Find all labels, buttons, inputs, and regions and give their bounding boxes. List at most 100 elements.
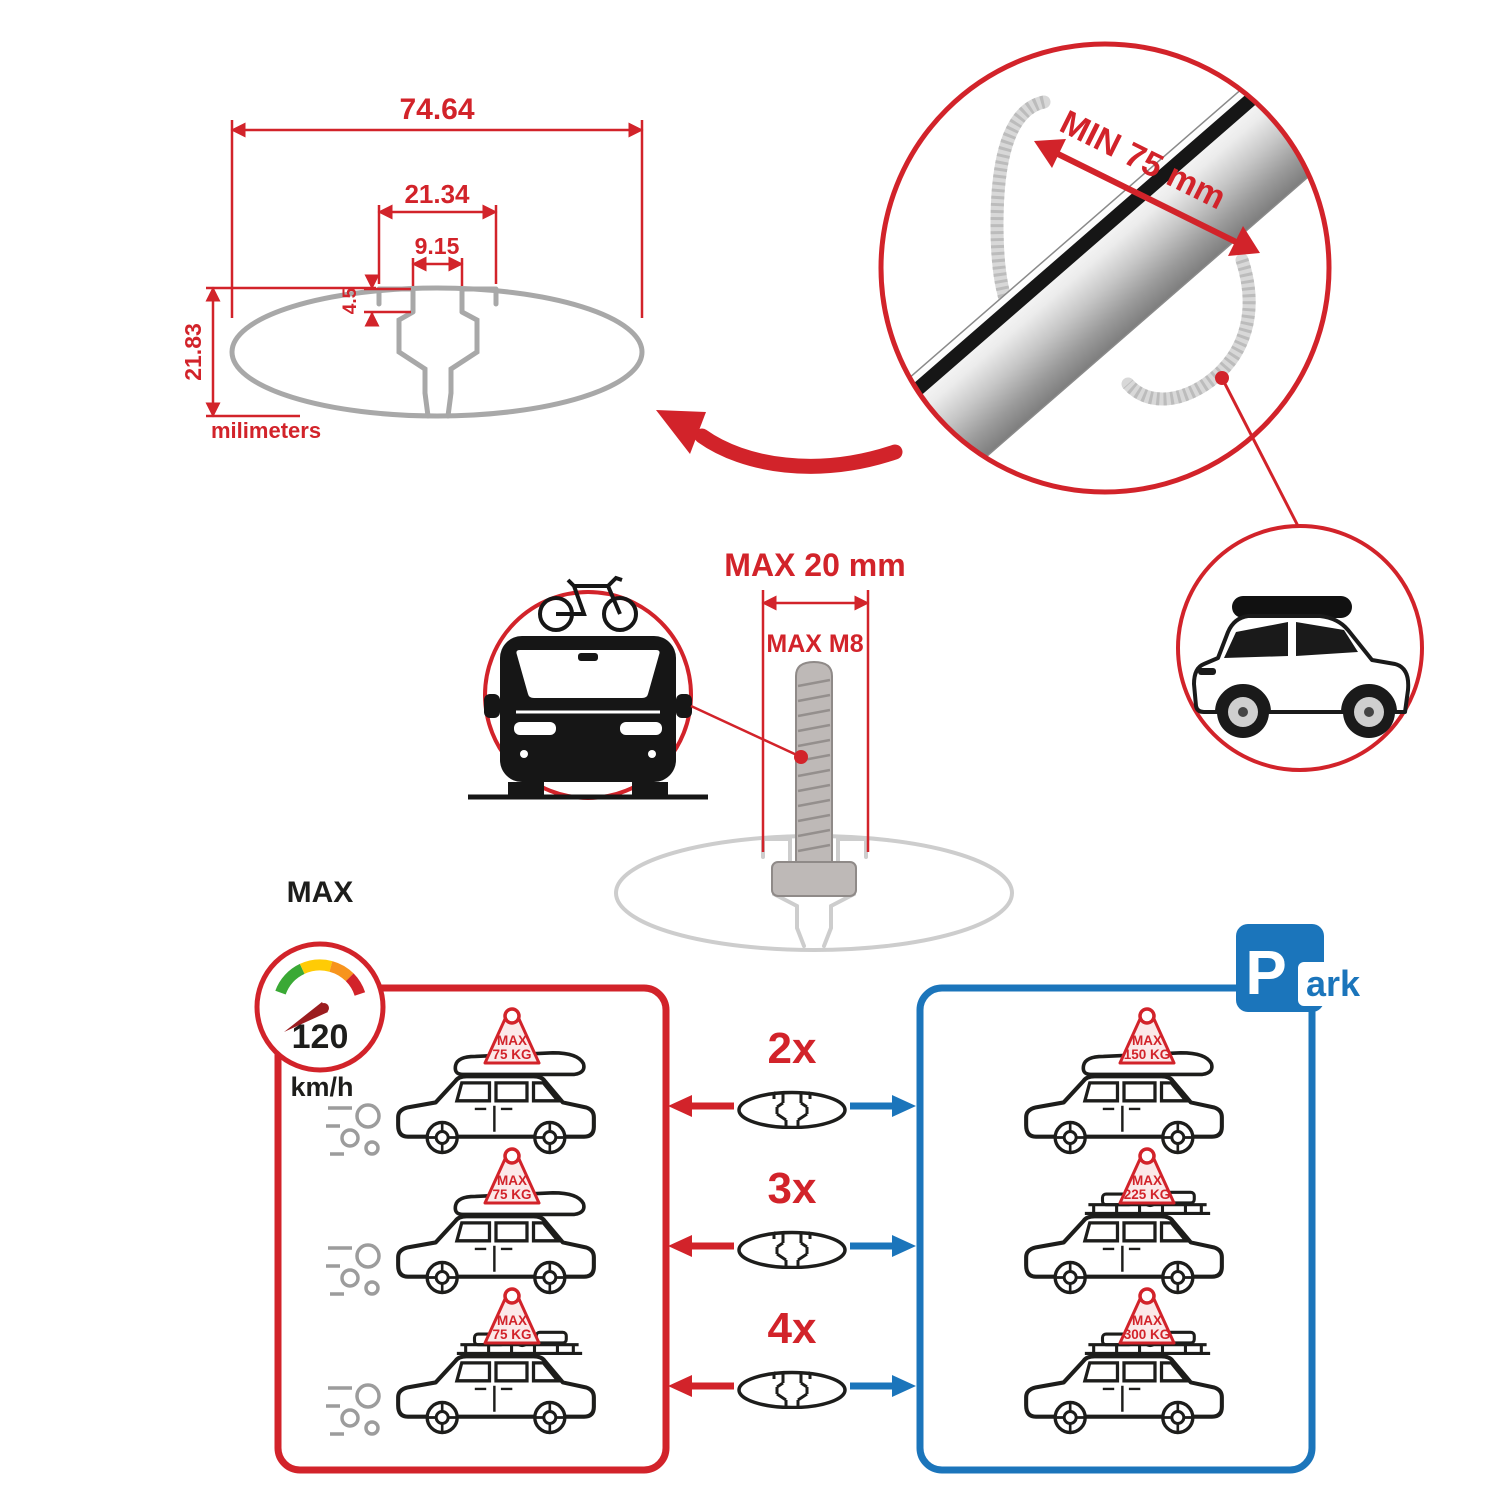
multiplier-column: 2x 3x 4x [668,1024,916,1409]
label-units: milimeters [211,418,321,443]
label-opening-width: 9.15 [415,233,460,259]
ext-total-height [206,286,376,418]
parking-sign-chip [1298,962,1368,1006]
badge-load-value: 75 KG [492,1187,531,1202]
arrow-left-head [668,1235,692,1257]
badge-max-label: MAX [497,1173,527,1188]
car-foglight-right [648,750,656,758]
badge-load-value: 75 KG [492,1047,531,1062]
gauge-arc-red [345,973,366,996]
gauge-needle [284,1002,328,1032]
multiplier-label: 2x [768,1024,817,1073]
driving-car-row-3: MAX 75 KG [326,1287,594,1436]
badge-load-value: 225 KG [1124,1187,1171,1202]
badge-max-label: MAX [497,1033,527,1048]
arrow-left-head [668,1375,692,1397]
badge-load-value: 150 KG [1124,1047,1171,1062]
badge-max-label: MAX [1132,1173,1162,1188]
badge-load-value: 75 KG [492,1327,531,1342]
suv-headlight [1198,668,1216,675]
gauge-arc [275,959,366,996]
min-span-arrow-shaft [1056,151,1238,245]
car-foglight-left [520,750,528,758]
bicycle-icon [538,575,638,632]
car-windshield [516,650,660,698]
min-span-arrow-head-right [1228,226,1260,256]
car-front-inset [468,575,808,800]
ext-total-width [230,120,644,318]
suv-hub-front [1238,707,1248,717]
min-span-arrow-head-left [1034,139,1066,168]
car-mirror-right [676,694,692,718]
arrow-right-head [892,1095,916,1117]
driving-cars: MAX 75 KG MAX 75 KG MAX 75 KG [326,1007,594,1436]
arrow-left-head [668,1095,692,1117]
callout-dot-bolt [794,750,808,764]
parked-car-row-2: MAX 225 KG [1026,1147,1222,1293]
profile-ellipse [229,285,645,419]
clamp-strap-right-thread [1123,257,1256,406]
multiplier-row-3: 4x [668,1304,916,1409]
bolt-detail: MAX 20 mm MAX M8 [614,547,1014,952]
multiplier-row-1: 2x [668,1024,916,1129]
gauge-arc-orange [329,961,354,982]
label-total-width: 74.64 [399,93,474,126]
bike-wheel-front [602,596,638,632]
bolt-ext-lines [761,590,870,852]
gauge-arc-green [275,963,305,995]
dimension-lines [205,120,644,418]
badge-max-label: MAX [1132,1313,1162,1328]
suv-roof-box [1232,596,1352,618]
callout-line-to-suv [1220,377,1301,529]
parking-sign-letter: P [1245,939,1286,1008]
suv-wheels [1217,686,1395,738]
driving-car-row-1: MAX 75 KG [326,1007,594,1156]
parked-cars: MAX 150 KG MAX 225 KG MAX 300 KG [1026,1007,1222,1433]
pointer-arrow-to-drawing [656,410,903,474]
driving-car-row-2: MAX 75 KG [326,1147,594,1296]
parked-car-row-3: MAX 300 KG [1026,1287,1222,1433]
multiplier-label: 3x [768,1164,817,1213]
multiplier-row-2: 3x [668,1164,916,1269]
crossbar-detail-inset: MIN 75 mm [878,41,1332,529]
label-outer-width: 21.34 [404,179,470,209]
ext-opening-width [411,258,464,286]
gauge-arc-yellow [299,959,333,974]
callout-line-to-bolt [690,704,800,758]
car-mirror-interior [578,653,598,661]
car-headlight-right [620,722,662,735]
bolt-threads [797,678,831,853]
suv-side-window [1296,622,1358,656]
arrow-shaft [694,428,903,474]
badge-max-label: MAX [497,1313,527,1328]
crossbar-profile-icon [737,1370,847,1409]
speed-max-title: MAX [287,876,354,909]
suv-hub-rear [1364,707,1374,717]
crossbar-profile-icon [737,1230,847,1269]
multiplier-label: 4x [768,1304,817,1353]
technical-drawing: 74.64 21.34 9.15 4.5 21.83 milimeters [180,93,645,443]
arrow-head [656,410,706,454]
gauge-pivot [319,1003,329,1013]
label-max-thread: MAX M8 [766,630,863,658]
speed-limit-gauge: MAX 120 km/h [254,876,386,1102]
bike-frame [556,575,623,616]
parking-sign-rest: ark [1306,963,1361,1004]
speed-value: 120 [292,1018,349,1056]
label-max-slot: MAX 20 mm [724,547,905,583]
car-headlight-left [514,722,556,735]
arrow-right-head [892,1235,916,1257]
label-total-height: 21.83 [180,323,206,381]
label-lip-depth: 4.5 [340,287,361,314]
crossbar-profile-icon [737,1090,847,1129]
parking-sign: P ark [1236,924,1368,1012]
car-mirror-left [484,694,500,718]
suv-roofbox-inset [1176,524,1424,772]
arrow-right-head [892,1375,916,1397]
badge-load-value: 300 KG [1124,1327,1171,1342]
bolt-t-head [771,861,857,897]
detail-circle-ring [878,41,1332,495]
bar-rubber-strip [881,44,1329,426]
